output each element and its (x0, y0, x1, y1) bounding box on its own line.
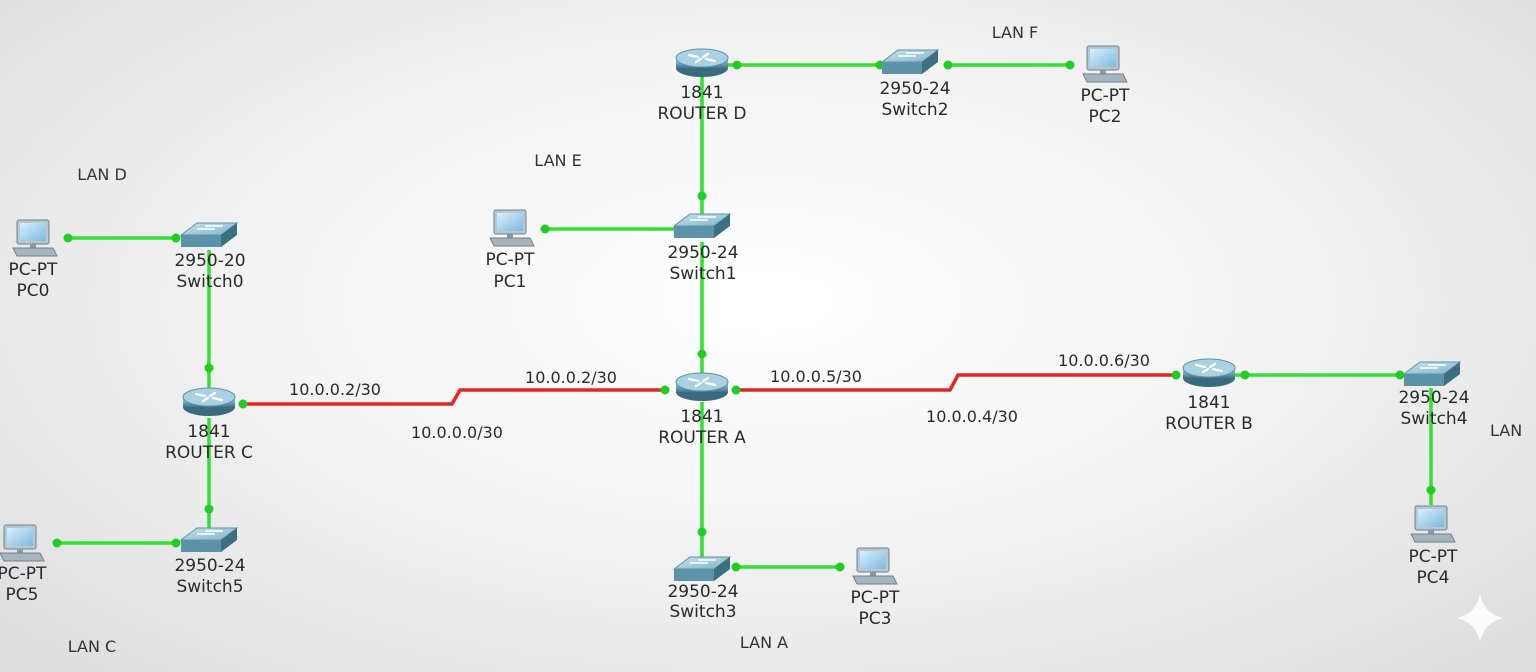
pc1[interactable]: PC-PT PC1 (486, 209, 536, 292)
pc-icon (489, 209, 535, 247)
serial-link-router-a-router-b[interactable] (735, 373, 1178, 392)
network-label-a-b: 10.0.0.4/30 (926, 407, 1018, 426)
pc2[interactable]: PC-PT PC2 (1081, 45, 1131, 127)
switch3-name: Switch3 (669, 602, 736, 622)
lan-c-label: LAN C (68, 637, 116, 656)
switch-icon (673, 556, 731, 582)
switch4-model: 2950-24 (1398, 388, 1469, 408)
switch5[interactable]: 2950-24 Switch5 (174, 527, 246, 597)
pc-icon (1082, 45, 1128, 83)
lan-d-label: LAN D (77, 165, 127, 184)
lan-b-label-partial: LAN (1490, 421, 1522, 440)
pc4-model: PC-PT (1409, 547, 1459, 567)
serial-link-router-c-router-a[interactable] (240, 388, 668, 406)
router-a-model: 1841 (680, 407, 723, 427)
pc3[interactable]: PC-PT PC3 (851, 547, 901, 629)
switch0[interactable]: 2950-20 Switch0 (174, 222, 246, 292)
switch4-name: Switch4 (1400, 409, 1467, 429)
switch4[interactable]: 2950-24 Switch4 (1398, 361, 1470, 429)
pc-icon (12, 219, 58, 257)
router-d[interactable]: 1841 ROUTER D (657, 47, 747, 124)
switch5-name: Switch5 (176, 577, 243, 597)
pc5-model: PC-PT (0, 564, 47, 584)
pc3-model: PC-PT (851, 588, 901, 608)
router-b-model: 1841 (1187, 393, 1230, 413)
pc-icon (1410, 505, 1456, 543)
switch-icon (180, 222, 238, 248)
switch0-name: Switch0 (176, 272, 243, 292)
sparkle-icon (1456, 594, 1504, 642)
network-label-c-a: 10.0.0.0/30 (411, 423, 503, 442)
lan-a-label: LAN A (740, 633, 788, 652)
pc2-name: PC2 (1089, 107, 1122, 127)
router-b[interactable]: 1841 ROUTER B (1165, 357, 1253, 434)
pc1-model: PC-PT (486, 250, 536, 270)
router-icon (674, 371, 730, 403)
port-indicators (52, 60, 1436, 572)
switch3-model: 2950-24 (667, 582, 738, 602)
lan-f-label: LAN F (992, 23, 1038, 42)
switch3[interactable]: 2950-24 Switch3 (667, 556, 739, 622)
lan-e-label: LAN E (534, 151, 581, 170)
router-d-name: ROUTER D (657, 104, 746, 124)
ip-label-router-a-serial-west: 10.0.0.2/30 (525, 368, 617, 387)
pc4[interactable]: PC-PT PC4 (1409, 505, 1459, 588)
pc4-name: PC4 (1417, 568, 1450, 588)
router-c[interactable]: 1841 ROUTER C (165, 386, 253, 463)
switch0-model: 2950-20 (174, 251, 245, 271)
switch1-model: 2950-24 (667, 243, 738, 263)
router-a[interactable]: 1841 ROUTER A (658, 371, 746, 448)
switch1-name: Switch1 (669, 264, 736, 284)
ip-label-router-c-serial: 10.0.0.2/30 (289, 380, 381, 399)
switch2-model: 2950-24 (879, 79, 950, 99)
pc2-model: PC-PT (1081, 86, 1131, 106)
switch-icon (1403, 361, 1461, 387)
pc1-name: PC1 (494, 272, 527, 292)
pc3-name: PC3 (859, 609, 892, 629)
router-icon (181, 386, 237, 418)
switch-icon (673, 213, 731, 239)
pc0[interactable]: PC-PT PC0 (9, 219, 59, 301)
ip-label-router-b-serial: 10.0.0.6/30 (1058, 351, 1150, 370)
pc-icon (852, 547, 898, 585)
switch1[interactable]: 2950-24 Switch1 (667, 213, 739, 284)
pc-icon (0, 524, 45, 562)
switch2-name: Switch2 (881, 100, 948, 120)
router-b-name: ROUTER B (1165, 414, 1253, 434)
ip-label-router-a-serial-east: 10.0.0.5/30 (770, 367, 862, 386)
switch-icon (180, 527, 238, 553)
switch2[interactable]: 2950-24 Switch2 (879, 49, 951, 120)
pc0-model: PC-PT (9, 260, 59, 280)
router-icon (1181, 357, 1237, 389)
switch5-model: 2950-24 (174, 556, 245, 576)
pc5-name: PC5 (6, 585, 39, 605)
router-icon (674, 47, 730, 79)
pc0-name: PC0 (17, 281, 50, 301)
router-d-model: 1841 (680, 83, 723, 103)
router-a-name: ROUTER A (658, 428, 746, 448)
switch-icon (881, 49, 939, 75)
router-c-name: ROUTER C (165, 443, 253, 463)
pc5[interactable]: PC-PT PC5 (0, 524, 47, 605)
router-c-model: 1841 (187, 422, 230, 442)
